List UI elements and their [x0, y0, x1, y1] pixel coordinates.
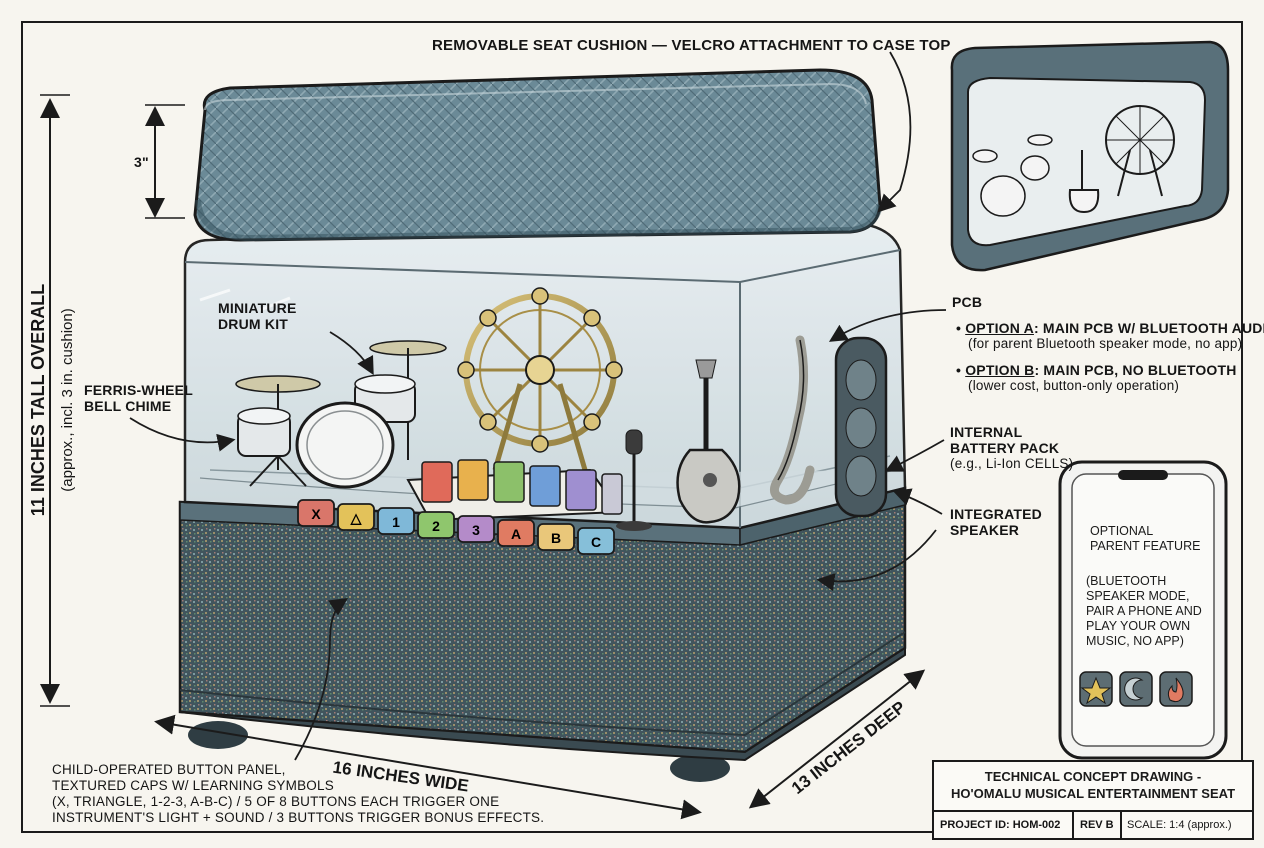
overall-height-note: (approx., incl. 3 in. cushion): [59, 308, 76, 491]
overall-height-label: 11 INCHES TALL OVERALL: [28, 284, 48, 516]
saxophone: [769, 335, 815, 505]
button-cap-symbol: B: [551, 530, 561, 546]
title-block-header: TECHNICAL CONCEPT DRAWING - HO'OMALU MUS…: [934, 762, 1252, 812]
xylophone-bar: [457, 459, 489, 501]
crescent-icon: [1124, 677, 1144, 701]
overall-height-dimension: [40, 94, 70, 707]
button-cap[interactable]: [537, 523, 575, 551]
button-cap-symbol: C: [591, 534, 601, 550]
button-cap[interactable]: [377, 507, 415, 535]
guitar: [676, 359, 741, 524]
cushion-height-dimension: [145, 104, 185, 219]
pcb-option-b: • OPTION B: MAIN PCB, NO BLUETOOTH (lowe…: [956, 362, 1237, 393]
button-cap[interactable]: [577, 527, 615, 555]
side-speaker-panel: [834, 336, 888, 518]
xylophone-bar: [565, 469, 597, 511]
cushion-height-label: 3": [134, 154, 149, 170]
phone-title: OPTIONAL PARENT FEATURE: [1090, 524, 1201, 553]
microphone: [616, 429, 652, 531]
revision: REV B: [1080, 819, 1114, 831]
project-id: PROJECT ID: HOM-002: [940, 819, 1061, 831]
button-panel-label: CHILD-OPERATED BUTTON PANEL, TEXTURED CA…: [52, 762, 545, 825]
ferris-wheel: [457, 287, 623, 471]
xylophone-bar: [601, 473, 623, 515]
button-cap[interactable]: [457, 515, 495, 543]
xylophone-bar: [421, 461, 453, 503]
xylophone: [406, 459, 623, 522]
inset-side-view: [950, 40, 1230, 272]
button-cap-symbol: X: [311, 506, 321, 522]
xylophone-bar: [493, 461, 525, 503]
leader-lines: [129, 51, 947, 761]
scale: SCALE: 1:4 (approx.): [1127, 819, 1232, 831]
pcb-label: PCB: [952, 294, 983, 310]
battery-label: INTERNAL BATTERY PACK (e.g., Li-Ion CELL…: [950, 424, 1074, 471]
button-cap[interactable]: [297, 499, 335, 527]
star-icon: [1080, 676, 1112, 705]
phone-body: (BLUETOOTH SPEAKER MODE, PAIR A PHONE AN…: [1086, 574, 1202, 648]
button-cap-symbol: 3: [472, 522, 480, 538]
title-block-divider: [1072, 810, 1074, 838]
depth-dimension: [748, 669, 926, 809]
drum-kit-label: MINIATURE DRUM KIT: [218, 300, 297, 332]
button-cap-symbol: △: [350, 510, 363, 526]
xylophone-bar: [529, 465, 561, 507]
drum-kit: [235, 340, 447, 489]
cushion-label: REMOVABLE SEAT CUSHION — VELCRO ATTACHME…: [432, 37, 951, 54]
flame-icon: [1167, 677, 1184, 703]
button-panel: X △ 1 2 3 A B C: [297, 499, 615, 555]
button-cap[interactable]: [337, 503, 375, 531]
title-block-divider: [1120, 810, 1122, 838]
button-cap-symbol: A: [511, 526, 521, 542]
flame-icon[interactable]: [1159, 671, 1193, 707]
ferris-wheel-label: FERRIS-WHEEL BELL CHIME: [84, 382, 193, 414]
button-cap-symbol: 2: [432, 518, 440, 534]
button-cap[interactable]: [497, 519, 535, 547]
seat-cushion: [193, 68, 883, 242]
pcb-option-a: • OPTION A: MAIN PCB W/ BLUETOOTH AUDIO …: [956, 320, 1264, 351]
title-block-title: TECHNICAL CONCEPT DRAWING - HO'OMALU MUS…: [950, 769, 1236, 801]
button-cap[interactable]: [417, 511, 455, 539]
frame-border: [21, 21, 1243, 833]
phone-mockup: [1058, 460, 1228, 760]
title-block: TECHNICAL CONCEPT DRAWING - HO'OMALU MUS…: [932, 760, 1254, 840]
button-cap-symbol: 1: [392, 514, 400, 530]
width-dimension: [154, 714, 702, 820]
speaker-label: INTEGRATED SPEAKER: [950, 506, 1042, 538]
